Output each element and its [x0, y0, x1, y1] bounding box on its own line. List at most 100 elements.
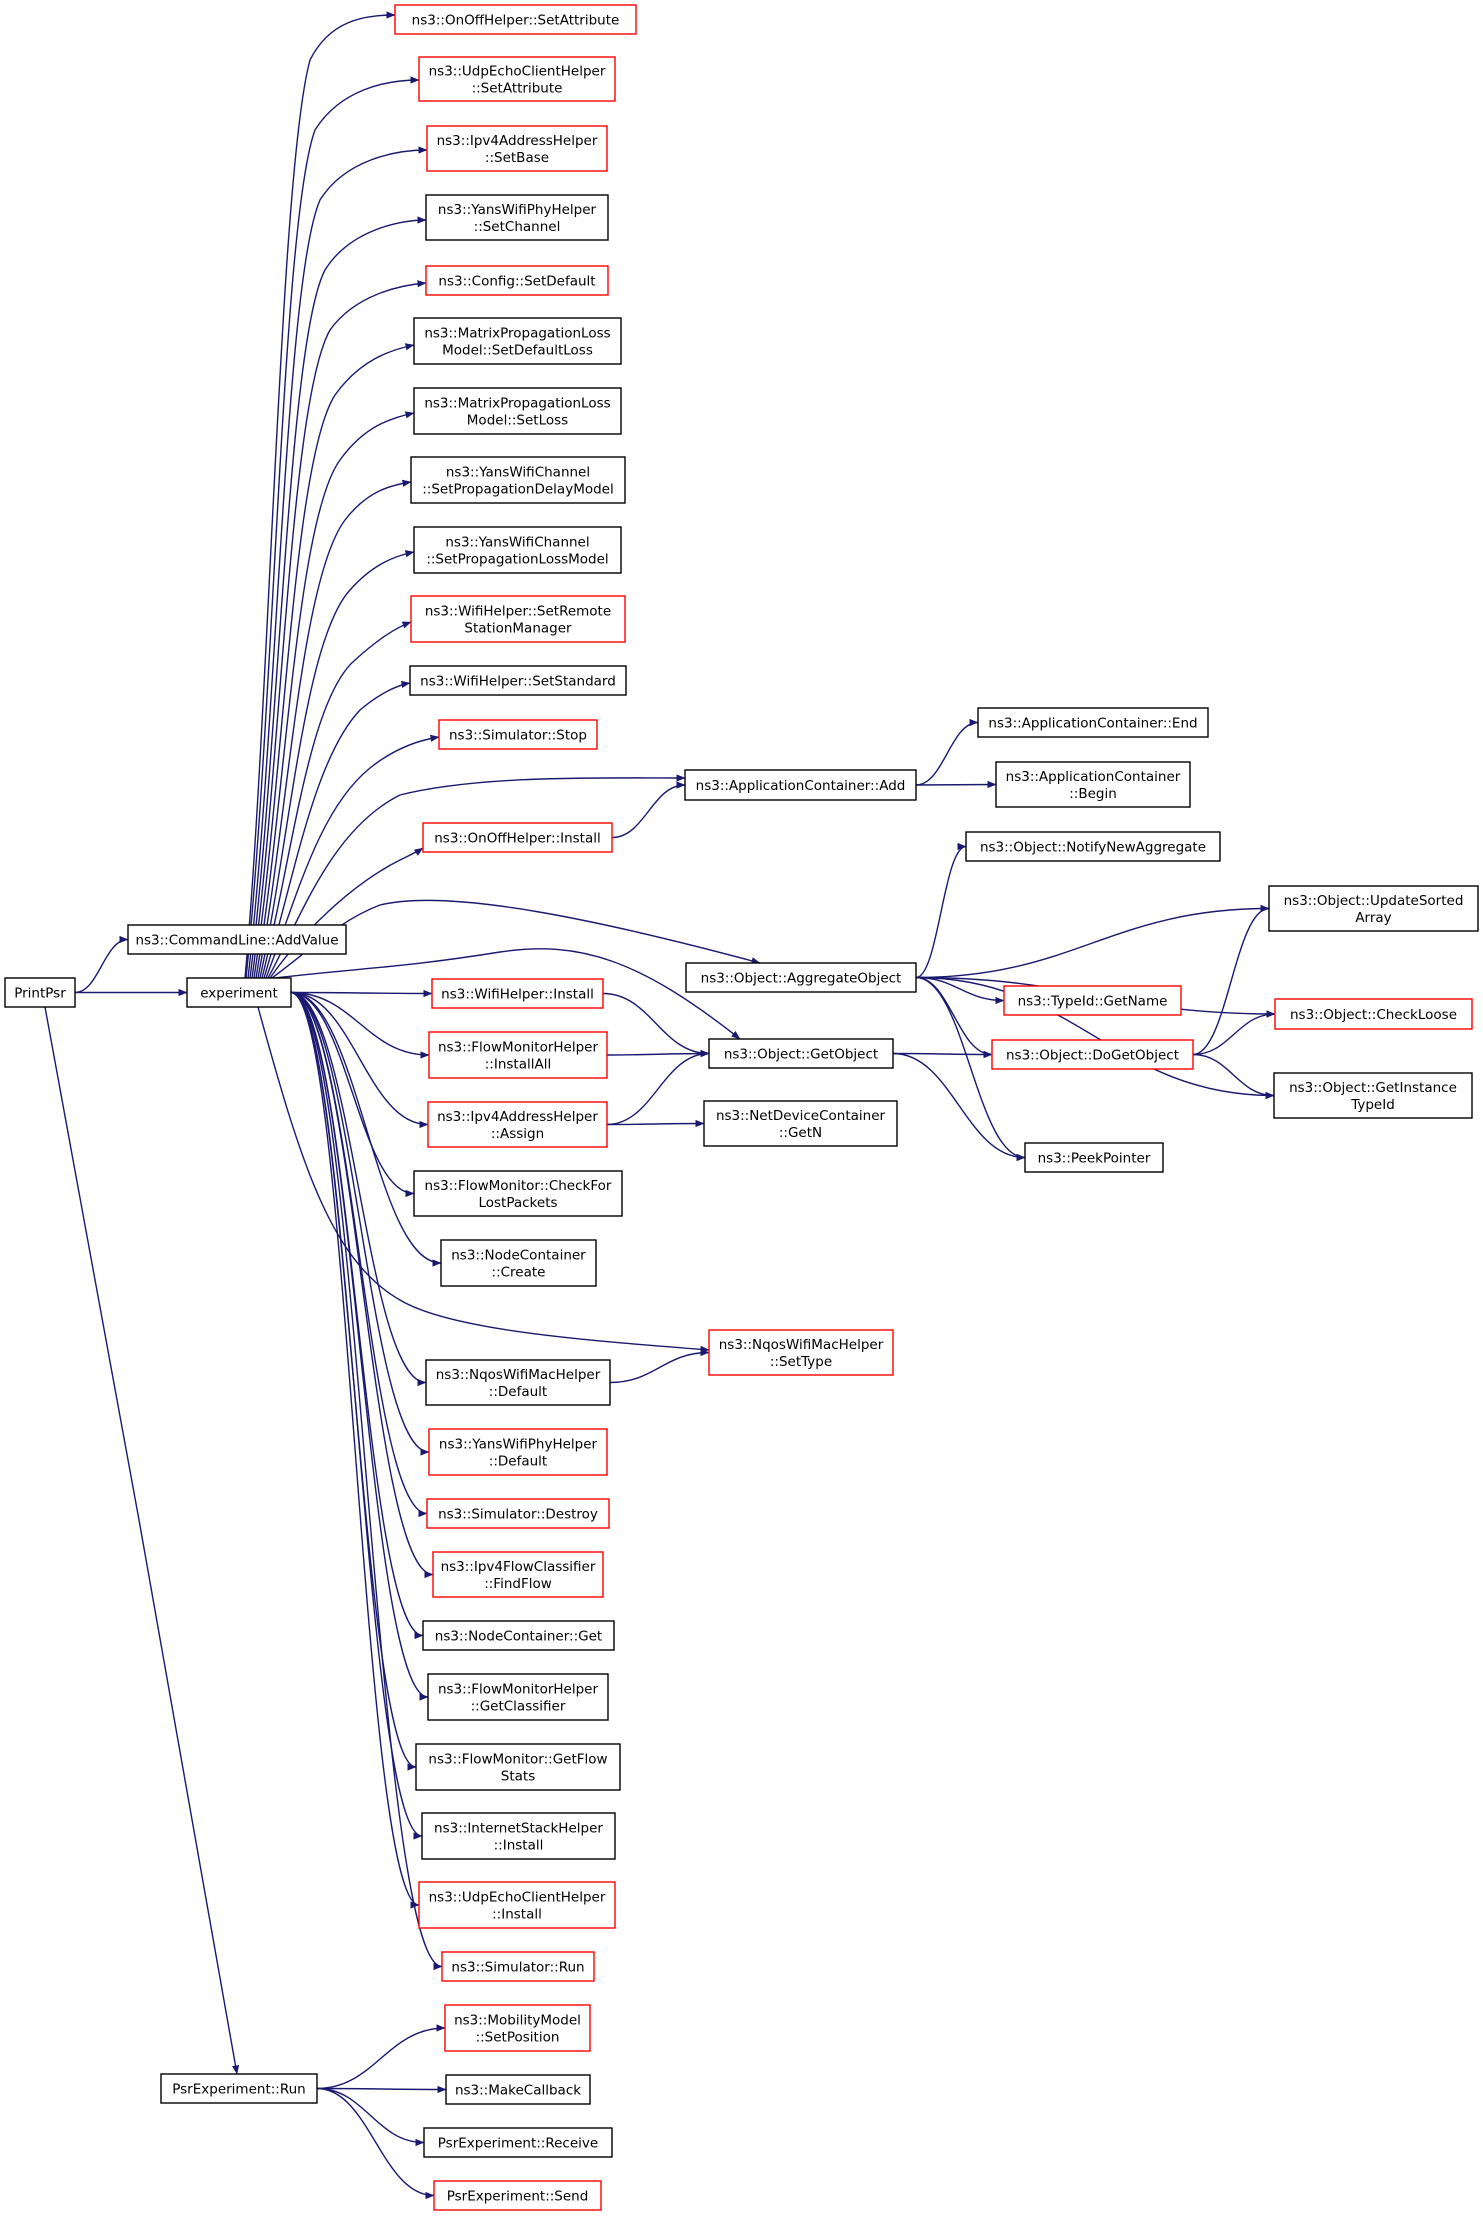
node-box: [410, 595, 626, 643]
node-nqosmac_default[interactable]: ns3::NqosWifiMacHelper::Default: [425, 1359, 611, 1406]
edge-appcont_add-to-appcont_end: [915, 718, 979, 786]
node-label-line: ::Install: [494, 1838, 544, 1854]
node-sim_destroy[interactable]: ns3::Simulator::Destroy: [426, 1498, 610, 1529]
node-label-line: ::Assign: [491, 1126, 544, 1142]
node-box: [418, 1881, 616, 1929]
node-label-line: ns3::Object::UpdateSorted: [1284, 893, 1464, 909]
edge-psrrun-to-psr_send: [316, 2087, 435, 2200]
node-box: [160, 2073, 318, 2104]
node-ipv4addr_setbase[interactable]: ns3::Ipv4AddressHelper::SetBase: [426, 125, 608, 172]
node-label-line: experiment: [200, 986, 278, 1002]
node-label-line: ns3::InternetStackHelper: [434, 1821, 603, 1837]
node-matrix_setdefaultloss[interactable]: ns3::MatrixPropagationLossModel::SetDefa…: [413, 317, 622, 365]
node-box: [977, 707, 1209, 738]
node-box: [428, 1428, 608, 1476]
node-onoff_setattr[interactable]: ns3::OnOffHelper::SetAttribute: [394, 4, 637, 35]
node-box: [433, 2180, 602, 2211]
node-typeid_getname[interactable]: ns3::TypeId::GetName: [1003, 985, 1182, 1016]
node-label-line: ::Begin: [1069, 786, 1117, 802]
node-flowmonhelper_installall[interactable]: ns3::FlowMonitorHelper::InstallAll: [428, 1031, 608, 1079]
node-sim_stop[interactable]: ns3::Simulator::Stop: [438, 719, 598, 750]
node-label-line: ns3::NqosWifiMacHelper: [719, 1337, 884, 1353]
node-label-line: ns3::Object::CheckLoose: [1290, 1007, 1457, 1023]
node-obj_checkloose[interactable]: ns3::Object::CheckLoose: [1274, 998, 1473, 1030]
edge-experiment-to-matrix_setdefaultloss: [253, 343, 415, 979]
node-box: [415, 1743, 621, 1791]
node-yansphy_setchannel[interactable]: ns3::YansWifiPhyHelper::SetChannel: [425, 194, 609, 241]
node-label-line: PsrExperiment::Receive: [438, 2136, 598, 2152]
edge-experiment-to-nqosmac_settype: [257, 1006, 710, 1353]
edge-experiment-to-flowmonhelper_installall: [290, 991, 430, 1059]
node-ipv4addr_assign[interactable]: ns3::Ipv4AddressHelper::Assign: [427, 1101, 608, 1148]
edge-obj_getobject-to-obj_dogetobject: [892, 1050, 993, 1059]
node-onoff_install[interactable]: ns3::OnOffHelper::Install: [422, 822, 613, 853]
node-nodecont_get[interactable]: ns3::NodeContainer::Get: [422, 1620, 615, 1651]
node-udpecho_setattr[interactable]: ns3::UdpEchoClientHelper::SetAttribute: [418, 56, 616, 102]
edge-obj_getobject-to-peekpointer: [892, 1052, 1026, 1162]
node-flowmonhelper_getclassifier[interactable]: ns3::FlowMonitorHelper::GetClassifier: [427, 1673, 609, 1721]
edge-appcont_add-to-appcont_begin: [915, 780, 997, 789]
edge-obj_aggregate-to-obj_getinstancetypeid: [915, 976, 1275, 1100]
edge-experiment-to-onoff_install: [269, 847, 424, 979]
edge-experiment-to-wifi_setstandard: [263, 680, 411, 979]
node-experiment[interactable]: experiment: [186, 977, 292, 1008]
node-udpecho_install[interactable]: ns3::UdpEchoClientHelper::Install: [418, 1881, 616, 1929]
node-box: [426, 125, 608, 172]
node-nodecont_create[interactable]: ns3::NodeContainer::Create: [440, 1239, 597, 1287]
node-yanschan_setdelay[interactable]: ns3::YansWifiChannel::SetPropagationDela…: [410, 456, 626, 504]
node-appcont_begin[interactable]: ns3::ApplicationContainer::Begin: [995, 761, 1191, 808]
node-wifi_setstandard[interactable]: ns3::WifiHelper::SetStandard: [409, 665, 627, 696]
node-wifi_install[interactable]: ns3::WifiHelper::Install: [431, 978, 604, 1009]
node-psrrun[interactable]: PsrExperiment::Run: [160, 2073, 318, 2104]
node-netdev_getn[interactable]: ns3::NetDeviceContainer::GetN: [703, 1100, 898, 1147]
node-addvalue[interactable]: ns3::CommandLine::AddValue: [127, 924, 347, 955]
node-peekpointer[interactable]: ns3::PeekPointer: [1024, 1142, 1164, 1173]
edge-printpsr-to-psrrun: [44, 1006, 240, 2075]
node-obj_aggregate[interactable]: ns3::Object::AggregateObject: [685, 962, 917, 993]
node-appcont_end[interactable]: ns3::ApplicationContainer::End: [977, 707, 1209, 738]
node-label-line: ns3::YansWifiChannel: [445, 535, 589, 551]
node-printpsr[interactable]: PrintPsr: [4, 977, 76, 1008]
node-label-line: Array: [1355, 910, 1391, 926]
node-label-line: ::SetPropagationLossModel: [426, 552, 608, 568]
edge-experiment-to-yanschan_setloss: [259, 550, 415, 979]
node-yansphy_default[interactable]: ns3::YansWifiPhyHelper::Default: [428, 1428, 608, 1476]
node-label-line: ::SetChannel: [474, 219, 561, 235]
edge-experiment-to-inetstack_install: [290, 991, 423, 1840]
node-box: [991, 1039, 1194, 1070]
edge-psrrun-to-mobility_setposition: [316, 2024, 446, 2090]
node-psr_send[interactable]: PsrExperiment::Send: [433, 2180, 602, 2211]
node-config_setdefault[interactable]: ns3::Config::SetDefault: [425, 265, 609, 296]
node-box: [1273, 1072, 1473, 1119]
node-psr_receive[interactable]: PsrExperiment::Receive: [423, 2127, 613, 2158]
node-label-line: ::InstallAll: [485, 1057, 551, 1073]
node-box: [423, 2127, 613, 2158]
node-label-line: ns3::MakeCallback: [455, 2083, 581, 2099]
node-inetstack_install[interactable]: ns3::InternetStackHelper::Install: [421, 1812, 616, 1860]
node-label-line: TypeId: [1350, 1097, 1395, 1113]
node-box: [432, 1551, 604, 1598]
node-label-line: ns3::MatrixPropagationLoss: [424, 326, 610, 342]
node-label-line: ns3::Object::AggregateObject: [701, 971, 902, 987]
node-mobility_setposition[interactable]: ns3::MobilityModel::SetPosition: [444, 2004, 591, 2052]
node-label-line: ns3::Object::DoGetObject: [1006, 1048, 1179, 1064]
node-appcont_add[interactable]: ns3::ApplicationContainer::Add: [684, 769, 917, 801]
node-obj_notify[interactable]: ns3::Object::NotifyNewAggregate: [965, 831, 1221, 862]
edge-experiment-to-wifi_setremote: [261, 621, 412, 979]
edge-experiment-to-udpecho_install: [290, 991, 420, 1909]
node-obj_dogetobject[interactable]: ns3::Object::DoGetObject: [991, 1039, 1194, 1070]
node-box: [428, 1031, 608, 1079]
node-obj_getobject[interactable]: ns3::Object::GetObject: [708, 1038, 894, 1069]
node-ipv4flow_findflow[interactable]: ns3::Ipv4FlowClassifier::FindFlow: [432, 1551, 604, 1598]
node-label-line: ::Create: [492, 1265, 546, 1281]
node-sim_run[interactable]: ns3::Simulator::Run: [441, 1951, 595, 1982]
node-makecallback[interactable]: ns3::MakeCallback: [445, 2074, 591, 2105]
node-nqosmac_settype[interactable]: ns3::NqosWifiMacHelper::SetType: [708, 1329, 894, 1376]
node-yanschan_setloss[interactable]: ns3::YansWifiChannel::SetPropagationLoss…: [413, 526, 622, 574]
